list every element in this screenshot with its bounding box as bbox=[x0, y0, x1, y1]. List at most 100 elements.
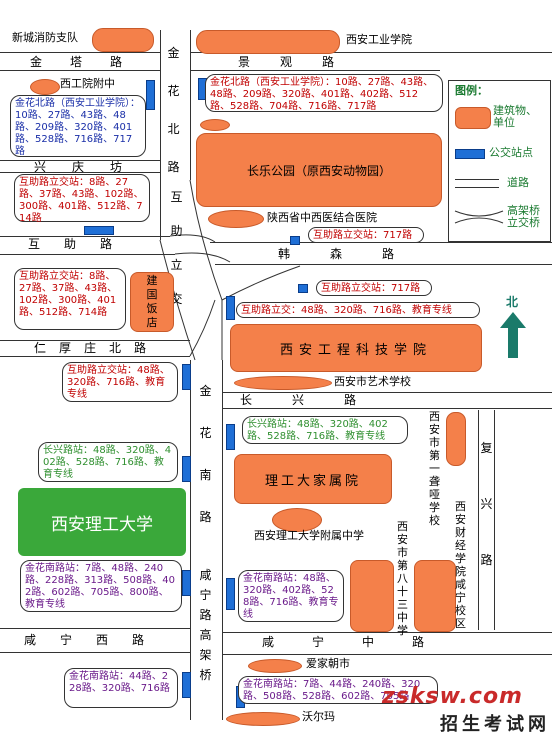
road-label-jinta: 金塔路 bbox=[30, 55, 151, 69]
road-edge bbox=[222, 392, 552, 393]
road-edge bbox=[190, 70, 440, 71]
label-deaf-school: 西安市第一聋哑学校 bbox=[429, 410, 440, 527]
building-ligong-university: 西安理工大学 bbox=[18, 488, 186, 556]
road-edge bbox=[494, 410, 495, 630]
label-ligong-middle: 西安理工大学附属中学 bbox=[254, 529, 364, 542]
building-xian-industrial bbox=[196, 30, 340, 54]
road-edge bbox=[0, 236, 170, 237]
changle-park-name: 长乐公园（原西安动物园） bbox=[246, 163, 391, 178]
label-finance-college: 西安财经学院咸宁校区 bbox=[455, 500, 466, 630]
label-walmart: 沃尔玛 bbox=[302, 710, 335, 723]
bus-stop-marker bbox=[146, 80, 155, 110]
legend-station-label: 公交站点 bbox=[489, 146, 533, 159]
road-edge bbox=[215, 264, 552, 265]
station-box-huzhu-west: 互助路立交站：8路、27路、37路、43路、102路、300路、401路、512… bbox=[14, 174, 150, 224]
road-edge bbox=[190, 52, 552, 53]
road-label-fuxing: 复兴路 bbox=[480, 441, 493, 567]
building-deaf-school bbox=[446, 412, 466, 466]
station-box-jinhuanan-east: 金花南路站：48路、320路、402路、528路、716路、教育专线 bbox=[238, 570, 344, 622]
label-school-83: 西安市第八十三中学 bbox=[397, 520, 408, 637]
bus-stop-marker bbox=[182, 364, 191, 390]
road-label-renhouzhuang: 仁厚庄北路 bbox=[34, 341, 160, 355]
ligong-university-name: 西安理工大学 bbox=[51, 514, 153, 535]
station-text: 互助路立交：48路、320路、716路、教育专线 bbox=[241, 305, 452, 316]
road-edge bbox=[190, 30, 191, 180]
legend-building-label: 建筑物、单位 bbox=[493, 104, 537, 129]
road-edge bbox=[222, 408, 552, 409]
road-label-hansen: 韩森路 bbox=[278, 247, 435, 261]
bus-stop-marker bbox=[84, 226, 114, 235]
station-box-changxing-east: 长兴路站：48路、320路、402路、528路、716路、教育专线 bbox=[242, 416, 408, 444]
station-box-jinhuabei-east: 金花北路（西安工业学院）：10路、27路、43路、48路、209路、320路、4… bbox=[205, 74, 443, 112]
map-legend: 图例： 建筑物、单位 公交站点 道路 高架桥立交桥 bbox=[448, 80, 551, 242]
station-text: 金花南路站：7路、48路、240路、228路、313路、508路、402路、60… bbox=[25, 563, 175, 610]
north-arrow-icon bbox=[500, 312, 526, 358]
bus-stop-marker bbox=[182, 672, 191, 698]
road-label-xingqing: 兴庆坊 bbox=[34, 160, 149, 174]
station-text: 金花北路（西安工业学院）：10路、27路、43路、48路、209路、320路、4… bbox=[210, 77, 434, 112]
station-text: 金花南路站：7路、44路、240路、320路、508路、528路、602路、70… bbox=[243, 679, 421, 702]
bus-stop-marker bbox=[298, 284, 308, 293]
bus-stop-marker bbox=[182, 570, 191, 596]
road-label-jingguan: 景观路 bbox=[238, 55, 365, 69]
bus-stop-marker bbox=[226, 424, 235, 450]
building-hospital bbox=[208, 210, 264, 228]
bus-stop-marker bbox=[290, 236, 300, 245]
label-art-school: 西安市艺术学校 bbox=[334, 375, 411, 388]
building-engineering-college: 西安工程科技学院 bbox=[230, 324, 482, 372]
road-label-changxing: 长兴路 bbox=[240, 393, 397, 407]
station-box-huzhu-south: 互助路立交站：48路、320路、716路、教育专线 bbox=[62, 362, 178, 402]
bus-stop-marker bbox=[226, 578, 235, 610]
building-school-83 bbox=[350, 560, 394, 632]
station-text: 互助路立交站：8路、27路、37路、43路、102路、300路、401路、512… bbox=[19, 177, 144, 224]
north-label: 北 bbox=[506, 295, 519, 309]
road-edge bbox=[222, 654, 552, 655]
road-label-xianning-viaduct: 咸宁路高架桥 bbox=[199, 568, 212, 682]
building-aijia-market bbox=[248, 659, 302, 673]
station-box-jinhuanan-south-west: 金花南路站：44路、228路、320路、716路 bbox=[64, 668, 178, 708]
building-art-school bbox=[234, 376, 332, 390]
station-box-huzhu-southwest: 互助路立交站：8路、27路、37路、43路、102路、300路、401路、512… bbox=[14, 268, 126, 330]
legend-bridge-swatch bbox=[454, 210, 504, 224]
road-edge bbox=[0, 628, 190, 629]
station-box-jinhuabei-west: 金花北路（西安工业学院）：10路、27路、43路、48路、209路、320路、4… bbox=[10, 95, 146, 157]
building-ligong-middle bbox=[272, 508, 322, 532]
station-text: 金花南路站：48路、320路、402路、528路、716路、教育专线 bbox=[243, 573, 339, 620]
road-edge bbox=[0, 340, 190, 341]
station-text: 长兴路站：48路、320路、402路、528路、716路、教育专线 bbox=[43, 445, 172, 480]
label-hospital: 陕西省中西医结合医院 bbox=[267, 211, 377, 224]
legend-road-swatch bbox=[455, 187, 499, 188]
legend-building-swatch bbox=[455, 107, 491, 129]
legend-station-swatch bbox=[455, 149, 485, 159]
station-box-jinhuanan-south-east: 金花南路站：7路、44路、240路、320路、508路、528路、602路、70… bbox=[238, 676, 438, 704]
building-ligong-residence: 理工大家属院 bbox=[234, 454, 392, 504]
jianguo-hotel-name: 建国饭店 bbox=[146, 274, 158, 329]
road-edge bbox=[222, 632, 552, 633]
building-changle-park: 长乐公园（原西安动物园） bbox=[196, 133, 442, 207]
station-box-changxing-west: 长兴路站：48路、320路、402路、528路、716路、教育专线 bbox=[38, 442, 178, 482]
road-edge bbox=[0, 172, 160, 173]
road-edge bbox=[0, 356, 190, 357]
road-label-jinhuanan: 金花南路 bbox=[199, 384, 212, 524]
road-edge bbox=[160, 30, 161, 240]
legend-road-swatch bbox=[455, 179, 499, 180]
ligong-residence-name: 理工大家属院 bbox=[264, 473, 361, 489]
station-box-huzhu-717-a: 互助路立交站：717路 bbox=[308, 227, 424, 243]
station-box-huzhu-717-b: 互助路立交站：717路 bbox=[316, 280, 432, 296]
road-edge bbox=[0, 652, 190, 653]
bus-stop-marker bbox=[182, 456, 191, 482]
station-text: 金花南路站：44路、228路、320路、716路 bbox=[69, 671, 170, 694]
road-label-huzhu: 互助路 bbox=[28, 237, 137, 251]
building-walmart bbox=[226, 712, 300, 726]
station-text: 互助路立交站：717路 bbox=[321, 283, 421, 294]
station-box-jinhuanan-west: 金花南路站：7路、48路、240路、228路、313路、508路、402路、60… bbox=[20, 560, 182, 612]
road-label-xianning-mid: 咸宁中路 bbox=[262, 635, 463, 649]
bus-stop-marker bbox=[226, 296, 235, 320]
road-edge bbox=[0, 160, 160, 161]
label-aijia-market: 爱家朝市 bbox=[306, 657, 350, 670]
watermark-cn: 招生考试网 bbox=[440, 714, 550, 735]
watermark-logo: zsksw.com bbox=[382, 684, 523, 709]
road-edge bbox=[0, 70, 160, 71]
building-fire-station bbox=[92, 28, 154, 52]
